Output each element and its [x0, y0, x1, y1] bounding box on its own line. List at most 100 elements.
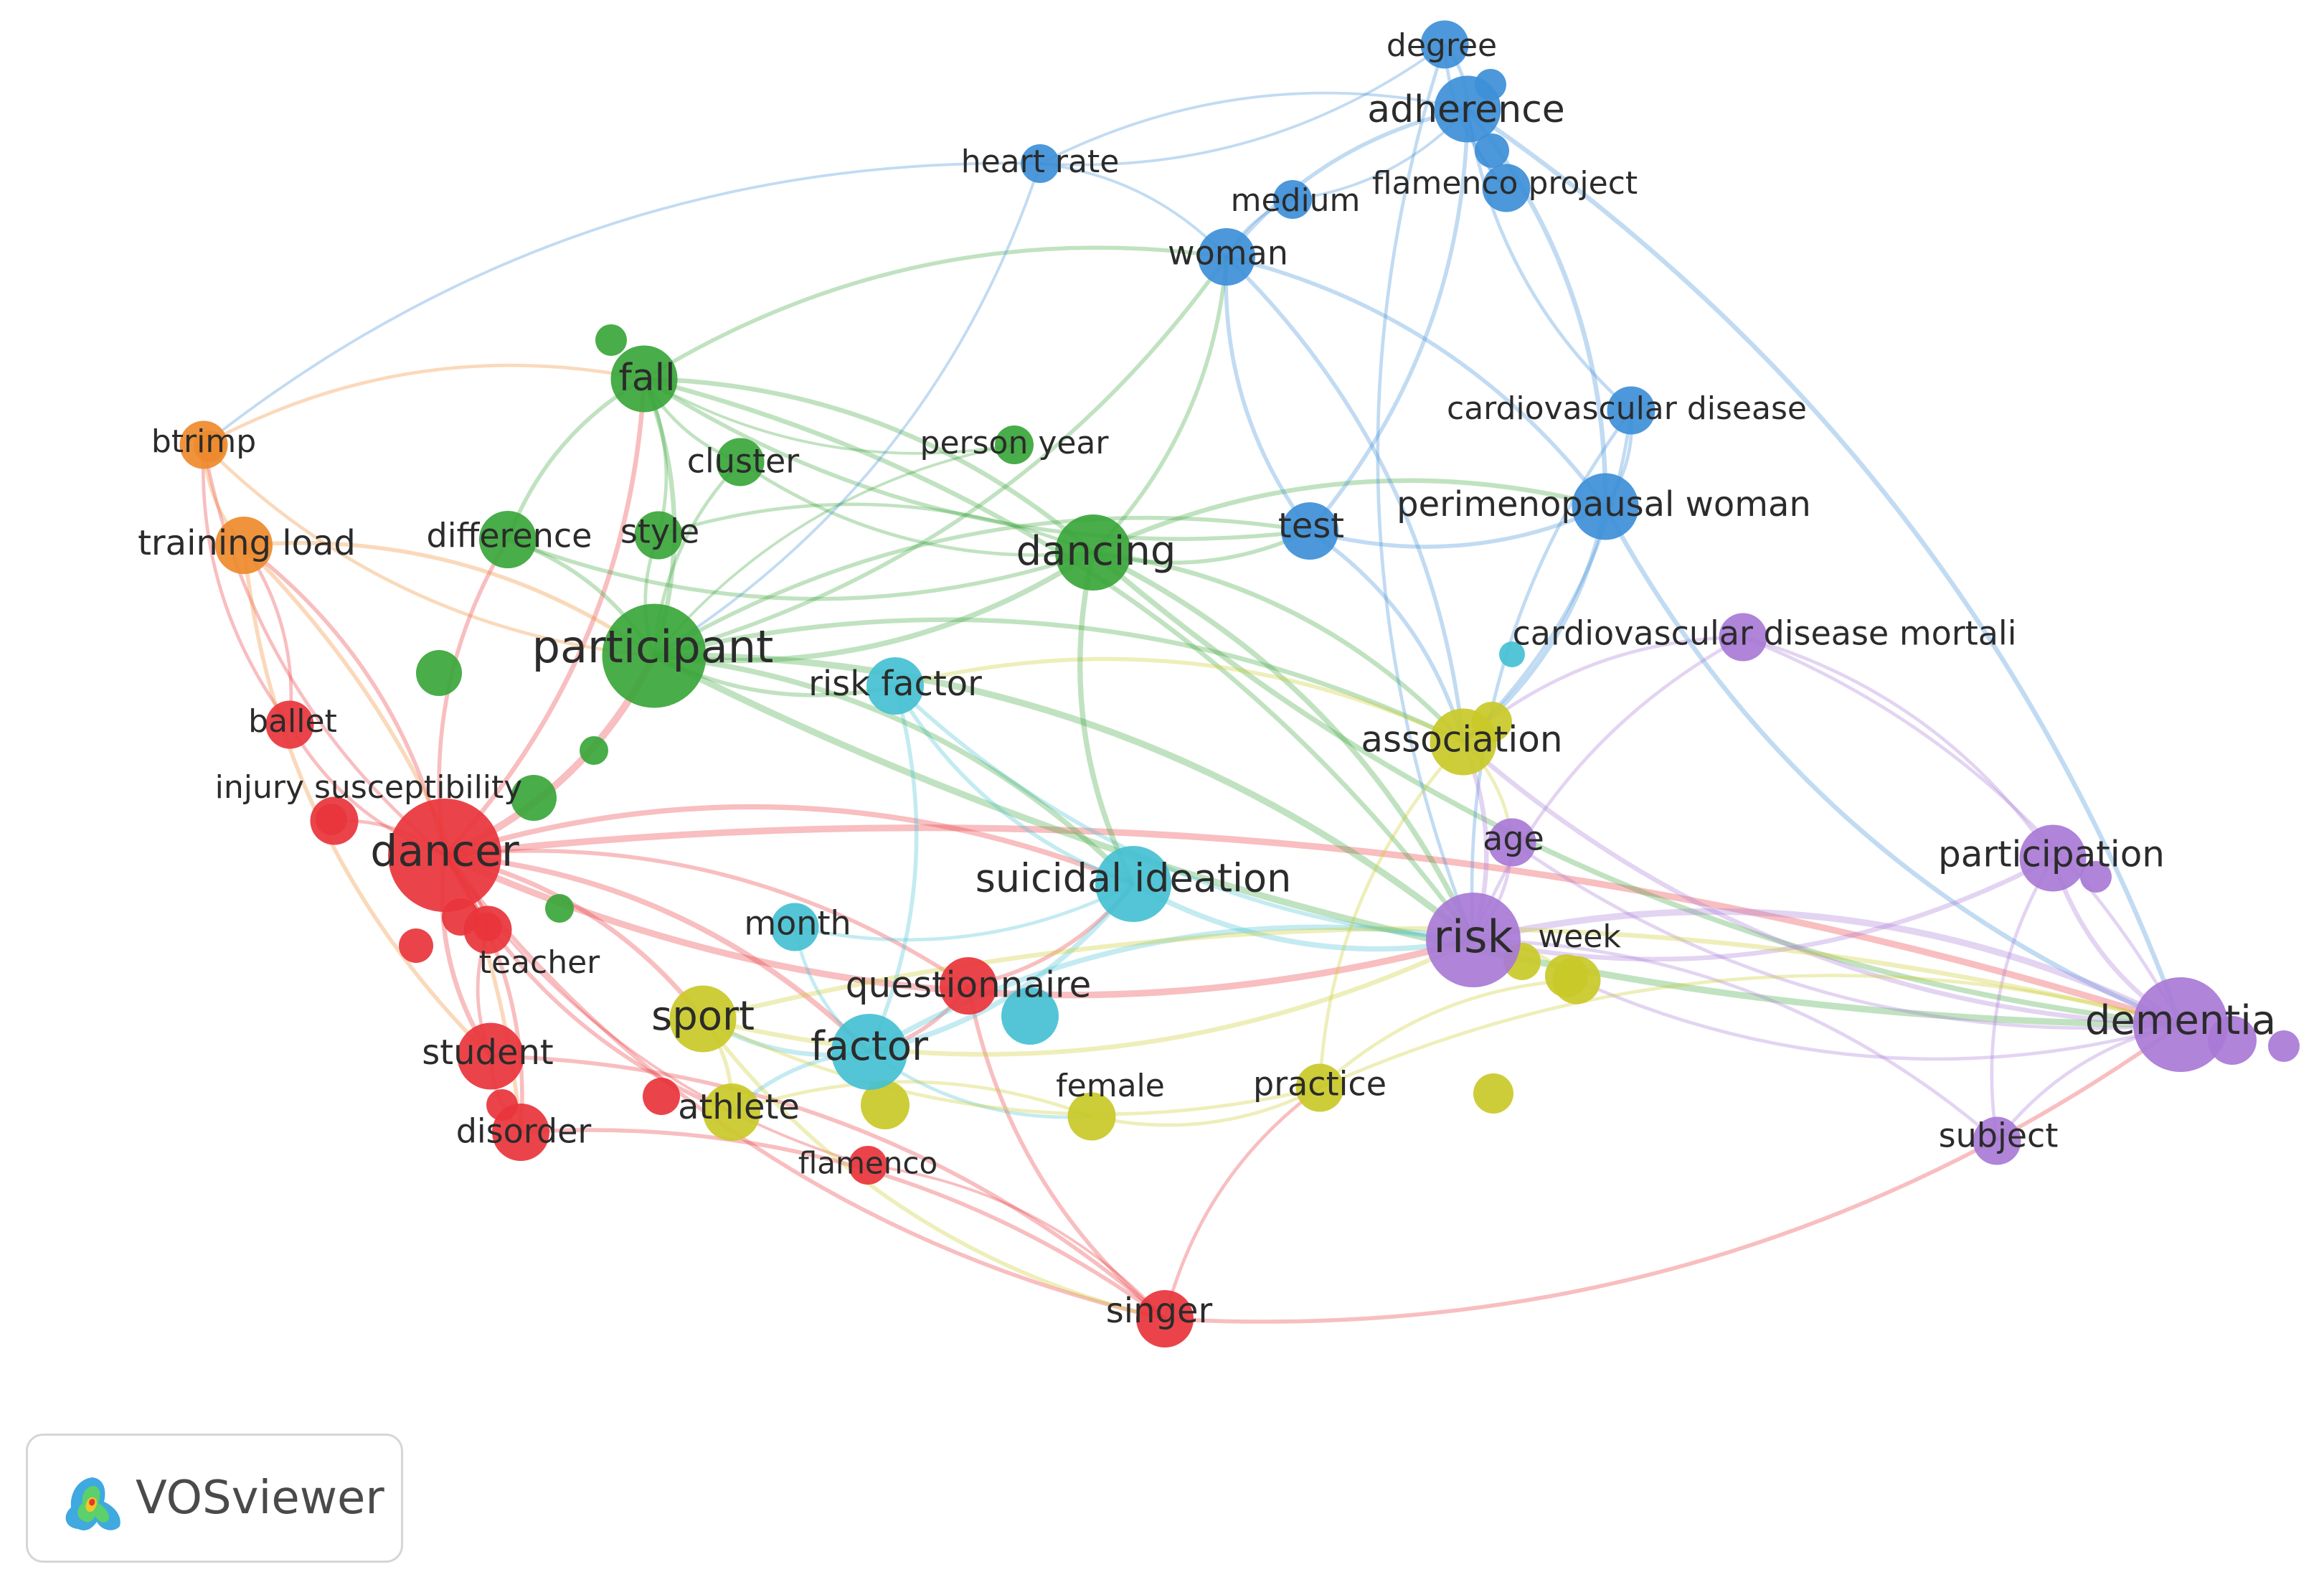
- node-student[interactable]: [457, 1022, 524, 1090]
- node-difference[interactable]: [479, 511, 537, 568]
- node-dancer[interactable]: [388, 799, 501, 912]
- edge-dementia-association: [1461, 740, 2181, 1027]
- vosviewer-logo: VOSviewer: [26, 1434, 403, 1563]
- node-adherence[interactable]: [1434, 75, 1501, 143]
- label-disorder: disorder: [456, 1112, 592, 1151]
- edge-degree-heart_rate: [1039, 43, 1446, 166]
- node-risk_factor[interactable]: [866, 657, 924, 715]
- label-test: test: [1278, 506, 1344, 546]
- edge-age-dementia: [1511, 841, 2181, 1030]
- label-ballet: ballet: [248, 703, 337, 740]
- edge-fall-woman: [643, 245, 1227, 381]
- edge-risk_factor-factor: [867, 685, 919, 1053]
- node-female[interactable]: [1067, 1092, 1116, 1141]
- label-dancer: dancer: [370, 827, 519, 877]
- node-cardiovascular_disease[interactable]: [1607, 386, 1655, 435]
- edge-student-singer: [490, 1054, 1166, 1321]
- edge-cvd_mortali-risk: [1471, 635, 1744, 941]
- node-participant[interactable]: [602, 603, 707, 708]
- edge-adherence-heart_rate: [1039, 91, 1468, 165]
- label-student: student: [422, 1032, 554, 1073]
- edge-woman-test: [1224, 256, 1312, 532]
- node-dot-green-9: [511, 775, 557, 821]
- node-person_year[interactable]: [995, 425, 1034, 464]
- node-flamenco[interactable]: [849, 1146, 887, 1185]
- edge-dancing-risk: [1092, 550, 1476, 941]
- edge-cluster-dancing: [739, 461, 1094, 557]
- node-btrimp[interactable]: [179, 420, 228, 469]
- node-month[interactable]: [770, 903, 819, 951]
- edge-singer-practice: [1163, 1086, 1321, 1319]
- node-dementia[interactable]: [2133, 977, 2228, 1072]
- label-woman: woman: [1168, 234, 1288, 273]
- node-disorder[interactable]: [492, 1104, 549, 1161]
- edge-dancing-woman: [1091, 256, 1229, 554]
- label-subject: subject: [1939, 1116, 2059, 1155]
- node-dancing[interactable]: [1055, 514, 1131, 591]
- label-month: month: [744, 904, 851, 943]
- label-participant: participant: [532, 621, 774, 673]
- node-dot-yellow-22: [1473, 1073, 1513, 1114]
- node-ballet[interactable]: [265, 700, 314, 749]
- node-age[interactable]: [1488, 818, 1536, 867]
- node-woman[interactable]: [1198, 228, 1255, 286]
- node-test[interactable]: [1281, 502, 1338, 560]
- edge-practice-dementia: [1319, 974, 2181, 1090]
- edge-style-dancing: [658, 502, 1094, 555]
- node-training_load[interactable]: [215, 517, 273, 574]
- label-practice: practice: [1253, 1065, 1387, 1104]
- label-questionnaire: questionnaire: [846, 964, 1091, 1006]
- node-teacher[interactable]: [463, 905, 512, 954]
- label-adherence: adherence: [1367, 88, 1565, 131]
- node-suicidal_ideation[interactable]: [1095, 846, 1171, 922]
- node-factor[interactable]: [831, 1014, 907, 1090]
- edge-heart_rate-participant: [653, 163, 1041, 657]
- node-practice[interactable]: [1295, 1063, 1344, 1112]
- node-flamenco_project[interactable]: [1482, 164, 1531, 212]
- label-week: week: [1538, 918, 1621, 955]
- edge-fall-person_year: [643, 377, 1015, 455]
- edge-fall-dancing: [643, 376, 1095, 555]
- label-association: association: [1361, 719, 1562, 761]
- node-questionnaire[interactable]: [940, 957, 997, 1015]
- node-week[interactable]: [1552, 956, 1601, 1005]
- node-injury_susceptibility[interactable]: [310, 796, 359, 845]
- node-athlete[interactable]: [703, 1083, 760, 1141]
- label-training_load: training load: [138, 523, 356, 563]
- node-medium[interactable]: [1273, 180, 1312, 219]
- node-participation[interactable]: [2019, 824, 2087, 892]
- node-style[interactable]: [634, 511, 683, 560]
- label-factor: factor: [811, 1023, 929, 1070]
- node-association[interactable]: [1430, 708, 1497, 776]
- edge-degree-risk: [1376, 44, 1475, 941]
- node-singer[interactable]: [1136, 1290, 1194, 1347]
- node-cluster[interactable]: [716, 438, 765, 486]
- node-perimenopausal_woman[interactable]: [1572, 473, 1639, 540]
- edge-ballet-btrimp: [201, 444, 291, 726]
- edge-fall-test: [643, 377, 1310, 541]
- node-degree[interactable]: [1420, 20, 1469, 69]
- edge-difference-dancing: [506, 537, 1094, 601]
- edge-dancer-singer: [443, 854, 1166, 1321]
- node-heart_rate[interactable]: [1021, 144, 1059, 183]
- node-fall[interactable]: [610, 345, 678, 413]
- edge-participant-dancing: [653, 550, 1095, 664]
- node-subject[interactable]: [1973, 1116, 2021, 1165]
- edge-sport-practice: [702, 1017, 1321, 1116]
- node-cvd_mortali[interactable]: [1719, 613, 1767, 662]
- edge-association-practice: [1318, 740, 1465, 1088]
- label-difference: difference: [427, 517, 592, 555]
- label-fall: fall: [618, 357, 675, 400]
- label-participation: participation: [1938, 834, 2165, 875]
- label-cvd_mortali: cardiovascular disease mortali: [1512, 614, 2016, 653]
- node-risk[interactable]: [1426, 893, 1521, 987]
- label-perimenopausal_woman: perimenopausal woman: [1397, 484, 1811, 524]
- label-style: style: [620, 512, 699, 551]
- edge-dancer-btrimp: [202, 444, 446, 857]
- edge-heart_rate-btrimp: [202, 161, 1041, 446]
- edge-woman-perimenopausal_woman: [1226, 255, 1607, 508]
- edge-adherence-test: [1308, 108, 1470, 532]
- edge-suicidal_ideation-risk: [1132, 881, 1474, 952]
- node-sport[interactable]: [669, 985, 737, 1053]
